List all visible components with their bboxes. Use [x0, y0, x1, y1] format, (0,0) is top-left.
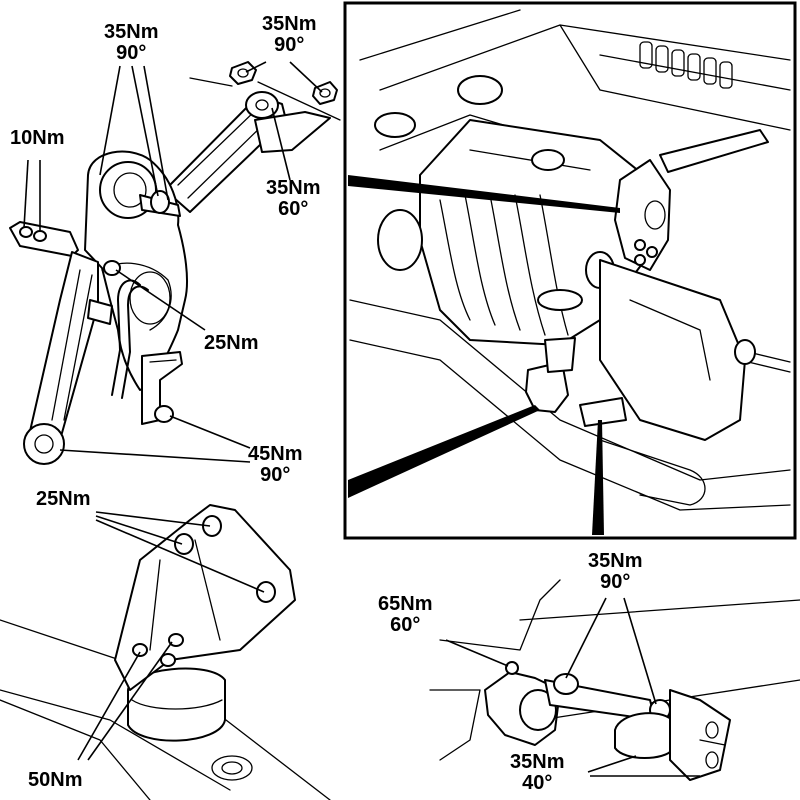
torque-label-top-left: 10Nm — [10, 128, 64, 149]
label-10nm: 10Nm — [10, 127, 65, 149]
label-torque: 35Nm — [104, 21, 159, 43]
label-angle: 90° — [274, 34, 305, 56]
label-50nm: 50Nm — [28, 769, 83, 791]
label-torque: 35Nm — [262, 13, 317, 35]
engine-inset-panel — [343, 1, 797, 540]
label-angle: 60° — [278, 198, 309, 220]
torque-label-top-center: 35Nm 90° — [104, 22, 158, 64]
tab-bolt-b — [33, 230, 47, 242]
label-torque: 65Nm — [378, 593, 433, 615]
label-25nm: 25Nm — [204, 332, 259, 354]
label-angle: 90° — [116, 42, 147, 64]
label-angle: 60° — [390, 614, 421, 636]
label-torque: 35Nm — [588, 550, 643, 572]
torque-label-top-right: 35Nm 90° — [262, 14, 316, 56]
torque-label-bracket-25: 25Nm — [204, 333, 258, 354]
torque-label-rear-35: 35Nm 90° — [588, 551, 642, 593]
torque-label-lower: 45Nm 90° — [248, 444, 302, 486]
label-angle: 90° — [260, 464, 291, 486]
top-nut-left — [229, 61, 257, 85]
inset-pointers — [348, 175, 620, 535]
upper-mount-bracket-drawing — [9, 61, 341, 465]
label-torque: 35Nm — [266, 177, 321, 199]
tab-bolt-a — [19, 226, 33, 238]
vent-slots — [639, 41, 733, 89]
torque-label-mount-50: 50Nm — [28, 770, 82, 791]
top-left-leader-lines — [23, 61, 323, 463]
label-torque: 45Nm — [248, 443, 303, 465]
rear-torque-rod-leader-lines — [445, 597, 700, 777]
lower-mount-drawing — [0, 504, 331, 800]
label-angle: 40° — [522, 772, 553, 794]
label-25nm: 25Nm — [36, 488, 91, 510]
label-torque: 35Nm — [510, 751, 565, 773]
top-nut-right — [312, 81, 338, 105]
label-angle: 90° — [600, 571, 631, 593]
torque-label-mount-25: 25Nm — [36, 489, 90, 510]
torque-label-rear-bottom: 35Nm 40° — [510, 752, 564, 794]
lower-mount-leader-lines — [77, 511, 265, 761]
rear-torque-rod-drawing — [429, 579, 800, 781]
torque-label-rear-65: 65Nm 60° — [378, 594, 432, 636]
torque-label-mid: 35Nm 60° — [266, 178, 320, 220]
